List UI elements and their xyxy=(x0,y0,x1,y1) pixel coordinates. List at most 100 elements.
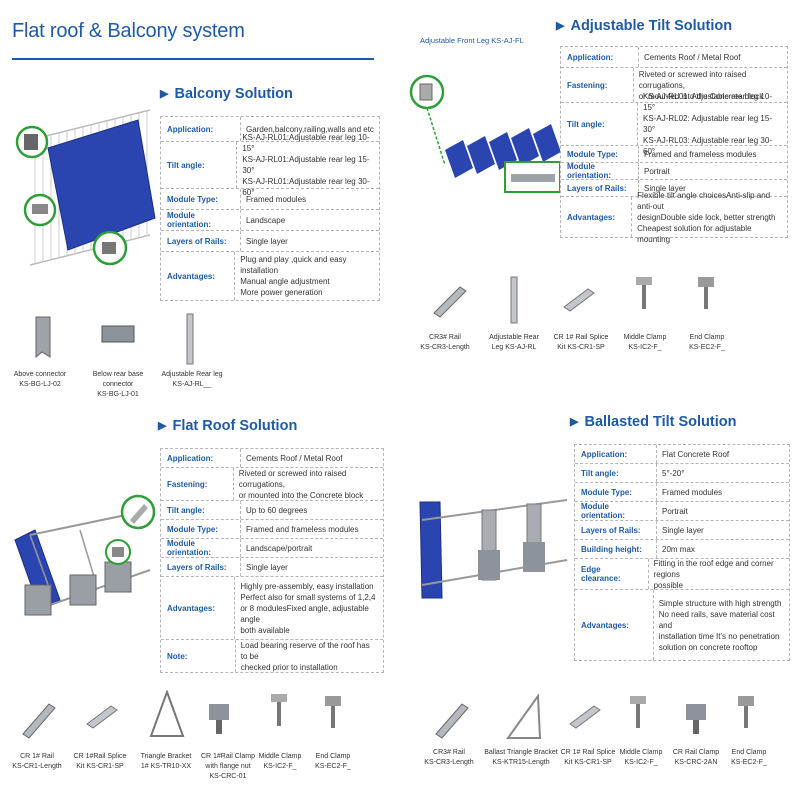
spec-key: Tilt angle: xyxy=(161,142,238,188)
spec-value: Garden,balcony,railing,walls and etc xyxy=(241,117,379,141)
spec-value-line: KS-AJ-RL01: Adjustable rear leg 10-15° xyxy=(643,92,772,112)
spec-row: Module orientation:Landscape xyxy=(161,210,379,231)
spec-key: Building height: xyxy=(575,540,657,558)
spec-key: Advantages: xyxy=(561,197,633,237)
spec-key: Module orientation: xyxy=(575,502,657,520)
solar-panel xyxy=(47,119,156,251)
spec-value-line: Plug and play ,quick and easy installati… xyxy=(240,255,347,275)
spec-row: Advantages:Simple structure with high st… xyxy=(575,590,789,660)
spec-key: Layers of Rails: xyxy=(575,521,657,539)
title-divider xyxy=(12,58,374,60)
spec-value: Framed and frameless modules xyxy=(241,520,364,538)
spec-value-line: or 8 modulesFixed angle, adjustable angl… xyxy=(240,603,369,624)
spec-row: Tilt angle:KS-AJ-RL01: Adjustable rear l… xyxy=(561,92,787,156)
spec-value-line: or mounted into the Concrete block xyxy=(238,490,364,500)
spec-value: Fitting in the roof edge and corner regi… xyxy=(649,558,789,590)
spec-key: Tilt angle: xyxy=(161,501,241,519)
rail-splice-image xyxy=(563,288,595,312)
spec-value-line: Cements Roof / Metal Roof xyxy=(644,52,741,62)
spec-row: Application: Cements Roof / Metal Roof xyxy=(161,449,383,468)
middle-clamp-image xyxy=(636,277,652,309)
spec-value-line: Portrait xyxy=(644,166,670,176)
spec-value-line: KS-AJ-RL01:Adjustable rear leg 10-15° xyxy=(242,133,370,153)
spec-key: Layers of Rails: xyxy=(161,231,241,251)
spec-value: KS-AJ-RL01:Adjustable rear leg 10-15°KS-… xyxy=(237,133,379,197)
spec-value: Riveted or screwed into raised corrugati… xyxy=(634,68,787,102)
end-clamp-image xyxy=(698,277,714,309)
triangle-bullet-icon: ▶ xyxy=(158,420,167,432)
spec-value-line: Perfect also for small systems of 1,2,4 xyxy=(240,592,376,602)
cr1-rail-image xyxy=(22,703,56,739)
end-clamp-image xyxy=(325,696,341,728)
spec-key: Layers of Rails: xyxy=(161,558,241,576)
spec-key: Application: xyxy=(161,449,241,467)
spec-value: Single layer xyxy=(241,231,293,251)
spec-key: Fastening: xyxy=(561,68,634,102)
spec-value-line: More power generation xyxy=(240,288,323,297)
ballasted-section-title: ▶Ballasted Tilt Solution xyxy=(570,414,737,430)
cr3-rail-image xyxy=(433,286,467,318)
spec-row: Application:Flat Concrete Roof xyxy=(575,445,789,464)
spec-value-line: Single layer xyxy=(246,562,288,572)
triangle-bullet-icon: ▶ xyxy=(570,416,579,428)
spec-value: Framed modules xyxy=(241,189,311,209)
spec-key: Module orientation: xyxy=(161,539,241,557)
spec-row: Layers of Rails: Single layer xyxy=(161,231,379,252)
spec-value-line: Flexible tilt angle choicesAnti-slip and… xyxy=(637,190,771,211)
spec-value-line: designDouble side lock, better strength xyxy=(637,212,776,222)
spec-value-line: Portrait xyxy=(662,506,688,516)
spec-value-line: Riveted or screwed into raised corrugati… xyxy=(638,69,747,90)
spec-value-line: No need rails, save material cost and xyxy=(658,609,775,630)
spec-value-line: or mounted into the Concrete block xyxy=(638,91,764,101)
spec-value-line: Up to 60 degrees xyxy=(246,505,308,515)
spec-value-line: Cements Roof / Metal Roof xyxy=(246,453,343,463)
spec-value-line: possible xyxy=(653,580,683,590)
spec-row: Advantages:Flexible tilt angle choicesAn… xyxy=(561,191,787,244)
spec-key: Module Type: xyxy=(561,146,639,162)
spec-row: Advantages:Highly pre-assembly, easy ins… xyxy=(161,577,383,640)
spec-key: Application: xyxy=(561,47,639,67)
spec-value-line: Manual angle adjustment xyxy=(240,277,330,286)
spec-value-line: Single layer xyxy=(246,236,288,246)
spec-row: Edge clearance:Fitting in the roof edge … xyxy=(575,559,789,590)
spec-row: Application:Garden,balcony,railing,walls… xyxy=(161,117,379,142)
spec-value-line: KS-AJ-RL03: Adjustable rear leg 30-60° xyxy=(643,136,772,156)
spec-key: Fastening: xyxy=(161,468,234,500)
spec-value: Flat Concrete Roof xyxy=(657,445,734,463)
spec-value: 5°-20° xyxy=(657,464,689,482)
rail-clamp-image xyxy=(686,704,706,734)
spec-row: Layers of Rails:Single layer xyxy=(561,180,787,197)
spec-value-line: Fitting in the roof edge and corner regi… xyxy=(653,558,774,579)
spec-row: Fastening:Riveted or screwed into raised… xyxy=(161,468,383,501)
adjustable-rear-leg-image xyxy=(510,276,518,324)
spec-value-line: solution on concrete rooftop xyxy=(658,642,758,652)
rail-splice-image xyxy=(569,705,601,729)
ballasted-tilt-illustration xyxy=(419,499,568,599)
spec-value-line: Single layer xyxy=(662,525,704,535)
triangle-bullet-icon: ▶ xyxy=(556,20,565,32)
spec-value-line: Simple structure with high strength xyxy=(658,598,782,608)
spec-row: Module Type:Framed modules xyxy=(161,189,379,210)
spec-key: Advantages: xyxy=(161,252,236,300)
triangle-bracket-image xyxy=(149,690,185,737)
spec-key: Note: xyxy=(161,640,236,672)
spec-row: Layers of Rails: Single layer xyxy=(575,521,789,540)
spec-value-line: Landscape/portrait xyxy=(246,543,313,553)
spec-value-line: 5°-20° xyxy=(662,468,685,478)
spec-value: KS-AJ-RL01: Adjustable rear leg 10-15° KS… xyxy=(638,92,787,156)
